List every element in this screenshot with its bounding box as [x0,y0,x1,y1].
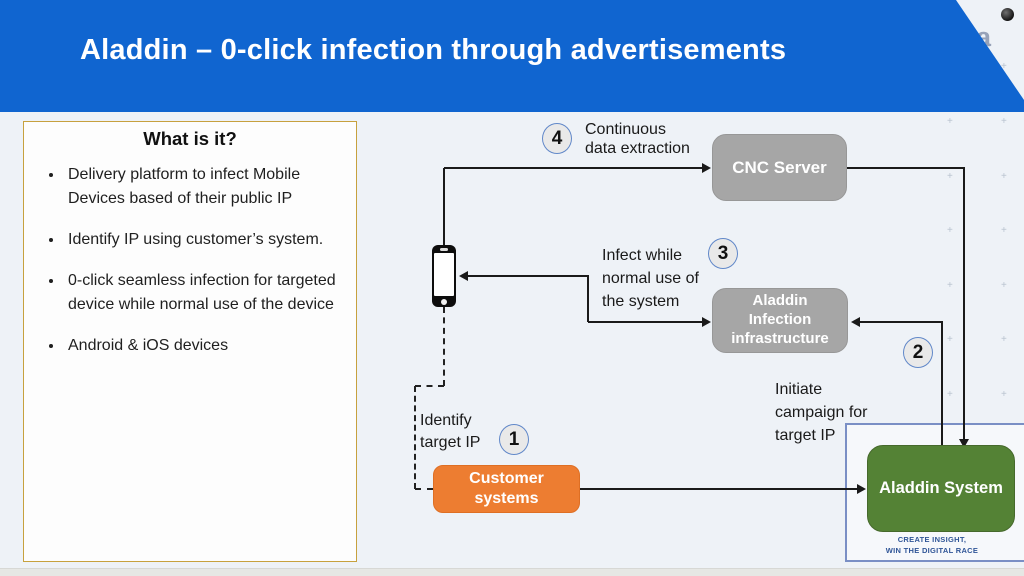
step-circle-3: 3 [708,238,738,269]
label-line: campaign for [775,404,868,421]
grid-plus-mark: + [1001,334,1007,345]
title-banner: Aladdin – 0-click infection through adve… [0,0,1024,112]
bullet-item: Android & iOS devices [64,334,346,358]
step-circle-1: 1 [499,424,529,455]
panel-title: What is it? [143,128,237,149]
connector-system-to-infra-horizontal [860,321,943,323]
label-line: target IP [420,434,481,451]
tagline-line: CREATE INSIGHT, [897,535,967,544]
label-initiate-campaign: Initiate campaign for target IP [775,378,868,447]
customer-label-line: Customer [469,470,544,487]
infection-infrastructure-node: Aladdin Infection infrastructure [712,288,848,353]
connector-customer-to-system [580,488,858,490]
label-continuous-data-extraction: Continuous data extraction [585,120,690,158]
connector-phone-to-cnc-horizontal [444,167,703,169]
label-line: Infect while [602,247,683,264]
label-line: data extraction [585,140,690,157]
grid-plus-mark: + [1001,389,1007,400]
infra-label-line: Infection [748,311,812,329]
dashed-left-vertical [414,386,416,489]
cnc-server-node: CNC Server [712,134,847,201]
grid-plus-mark: + [947,334,953,345]
dashed-into-customer [415,488,433,490]
grid-plus-mark: + [947,225,953,236]
grid-plus-mark: + [1001,61,1007,72]
tagline: CREATE INSIGHT, WIN THE DIGITAL RACE [847,535,1017,556]
label-line: Continuous [585,121,666,138]
connector-phone-to-cnc-vertical [443,168,445,246]
dashed-phone-down [443,307,445,386]
label-line: the system [602,293,680,310]
label-line: Initiate [775,381,823,398]
step-number: 3 [717,242,729,264]
step-circle-2: 2 [903,337,933,368]
arrowhead-into-system-left [857,484,866,494]
grid-plus-mark: + [947,389,953,400]
grid-plus-mark: + [1001,280,1007,291]
connector-infra-to-phone-upper [463,275,589,277]
slide-bottom-edge [0,568,1024,576]
label-line: target IP [775,427,836,444]
bullet-item: 0-click seamless infection for targeted … [64,269,346,317]
label-line: normal use of [602,270,699,287]
grid-plus-mark: + [947,171,953,182]
what-is-it-panel: What is it? Delivery platform to infect … [23,121,357,562]
step-number: 1 [508,428,520,450]
panel-bullet-list: Delivery platform to infect Mobile Devic… [24,163,356,358]
slide-title: Aladdin – 0-click infection through adve… [80,34,787,66]
connector-cnc-to-system-horizontal [847,167,965,169]
phone-home-button [441,299,447,305]
label-infect-while-normal-use: Infect while normal use of the system [602,244,699,313]
aladdin-system-node: Aladdin System [867,445,1015,532]
arrowhead-into-aladdin-system [959,439,969,448]
cnc-server-label: CNC Server [732,157,827,177]
tagline-line: WIN THE DIGITAL RACE [885,545,979,555]
connector-infra-to-phone-lower [588,321,702,323]
arrowhead-into-cnc [702,163,711,173]
bullet-item: Delivery platform to infect Mobile Devic… [64,163,346,211]
label-line: Identify [420,412,472,429]
aladdin-system-label: Aladdin System [879,479,1003,497]
customer-label-line: systems [474,490,539,507]
phone-screen [434,253,454,296]
grid-plus-mark: + [1001,171,1007,182]
bullet-item: Identify IP using customer’s system. [64,228,346,252]
infra-label-line: Aladdin [752,292,808,310]
mobile-phone-icon [432,245,456,307]
arrowhead-into-infra-right [851,317,860,327]
step-circle-4: 4 [542,123,572,154]
grid-plus-mark: + [947,280,953,291]
arrowhead-into-phone [459,271,468,281]
step-number: 4 [551,127,563,149]
connector-cnc-to-system-vertical [963,168,965,439]
step-number: 2 [912,341,924,363]
arrowhead-into-infra-left [702,317,711,327]
grid-plus-mark: + [947,116,953,127]
grid-plus-mark: + [1001,225,1007,236]
infra-label-line: infrastructure [731,329,829,347]
corner-dot [1001,8,1014,21]
connector-infra-to-phone-vertical [587,276,589,322]
customer-systems-node: Customer systems [433,465,580,513]
connector-system-to-infra-vertical [941,322,943,445]
grid-plus-mark: + [1001,116,1007,127]
dashed-elbow-top [415,385,444,387]
phone-speaker [440,248,448,251]
label-identify-target-ip: Identify target IP [420,410,480,454]
